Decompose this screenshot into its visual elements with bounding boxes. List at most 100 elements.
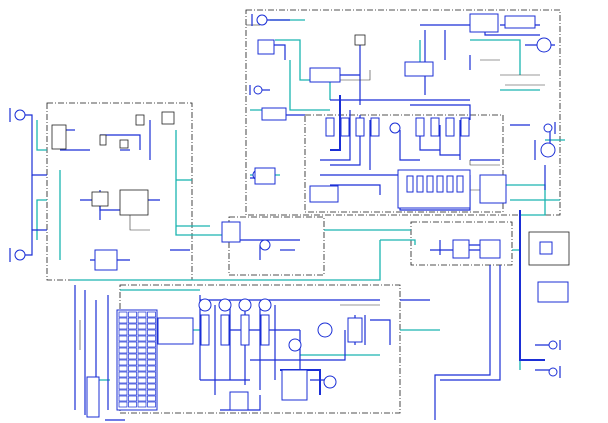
starter-motor <box>323 375 337 389</box>
fuse-cell <box>137 347 147 354</box>
switch-right-box <box>539 241 553 255</box>
fuse-cell <box>128 353 137 360</box>
sensor-body <box>240 314 250 346</box>
fuse-cell <box>147 371 156 378</box>
fuse-box <box>116 309 158 411</box>
fuse-cell <box>147 401 156 408</box>
fuse-cell <box>147 335 156 342</box>
connector-block-left-upper <box>261 107 287 121</box>
fuse-cell <box>147 353 156 360</box>
headlamp-left-lower <box>9 248 26 262</box>
fuse-cell <box>128 377 137 384</box>
fuse-cell <box>128 401 137 408</box>
ignition-coil <box>325 117 335 137</box>
fuse-cell <box>128 359 137 366</box>
fuse-cell <box>128 311 137 318</box>
sensor-body <box>220 314 230 346</box>
ground-block <box>86 376 100 418</box>
fuse-cell <box>118 383 128 390</box>
fuse-cell <box>137 323 147 330</box>
fuse-cell <box>128 371 137 378</box>
fuse-cell <box>118 317 128 324</box>
sensor-body <box>200 314 210 346</box>
connector-top-header <box>469 13 499 33</box>
fuse-cell <box>128 329 137 336</box>
fuse-cell <box>118 389 128 396</box>
horn <box>540 142 556 158</box>
alternator <box>317 322 333 338</box>
fuel-injectors <box>406 175 464 193</box>
fuse-cell <box>128 383 137 390</box>
fuse-cell <box>118 341 128 348</box>
injector <box>426 175 434 193</box>
fuse-cell <box>128 347 137 354</box>
ignition-coil <box>340 117 350 137</box>
blue-wiring <box>20 19 555 421</box>
fuse-cell <box>118 323 128 330</box>
lamp-right-upper <box>543 122 556 134</box>
fuse-cell <box>118 395 128 402</box>
fuse-cell <box>137 353 147 360</box>
frame-left-module <box>46 102 193 281</box>
pump-motor <box>288 338 302 352</box>
connector-blocks <box>86 13 569 418</box>
injector <box>436 175 444 193</box>
fuse-cell <box>147 329 156 336</box>
switch-bank <box>452 239 470 259</box>
fuse-cell <box>137 377 147 384</box>
connector-block-engine <box>309 185 339 203</box>
fuse-cell <box>137 383 147 390</box>
fuse-cell <box>147 317 156 324</box>
connector-block-center <box>221 221 241 243</box>
injector <box>406 175 414 193</box>
fuse-cell <box>137 341 147 348</box>
pressure-sensor <box>238 298 252 312</box>
frame-top-right-module <box>245 9 561 216</box>
fuse-cell <box>137 359 147 366</box>
connector-block-right-mid <box>479 174 507 204</box>
fuse-cell <box>147 323 156 330</box>
components <box>9 14 561 411</box>
sensor-left-middle <box>254 167 276 185</box>
fuse-top-center <box>354 34 366 46</box>
fuse-cell <box>128 389 137 396</box>
fuse-cell <box>118 335 128 342</box>
fuse-cell <box>118 359 128 366</box>
gauge-dial <box>259 239 271 251</box>
headlamp-left <box>9 108 26 122</box>
connector-block-right-lower <box>537 281 569 303</box>
fuse-cell <box>137 389 147 396</box>
fuse-cell <box>118 401 128 408</box>
lamp-top-left-2 <box>249 85 263 95</box>
battery <box>94 249 118 271</box>
fuse-cell <box>147 383 156 390</box>
injector <box>416 175 424 193</box>
fuse-cell <box>147 377 156 384</box>
fuse-cell <box>137 335 147 342</box>
fuse-cell <box>137 401 147 408</box>
fuse-cell <box>118 365 128 372</box>
fuse-cell <box>147 311 156 318</box>
bottom-relay <box>229 391 249 411</box>
fuse-cell <box>137 365 147 372</box>
switch-bank-2 <box>479 239 501 259</box>
connector-block-bottom-left <box>157 317 194 345</box>
fuse-cell <box>137 311 147 318</box>
ignition-coil <box>355 117 365 137</box>
lamp-right-lower <box>548 340 561 350</box>
injector <box>456 175 464 193</box>
capacitor-left <box>135 111 175 126</box>
sensor-body <box>260 314 270 346</box>
fuse-cell <box>147 341 156 348</box>
pressure-sensor <box>198 298 212 312</box>
frame-right-middle-module <box>410 221 513 266</box>
fuse-cell <box>147 389 156 396</box>
headlamp-top-left <box>251 14 268 26</box>
pressure-sensor <box>258 298 272 312</box>
relay-left-2 <box>119 189 149 216</box>
ecu-module <box>281 369 308 401</box>
temperature-sensor <box>389 122 401 134</box>
heater-element <box>347 317 363 343</box>
ignition-coil <box>460 117 470 137</box>
fuse-cell <box>147 365 156 372</box>
